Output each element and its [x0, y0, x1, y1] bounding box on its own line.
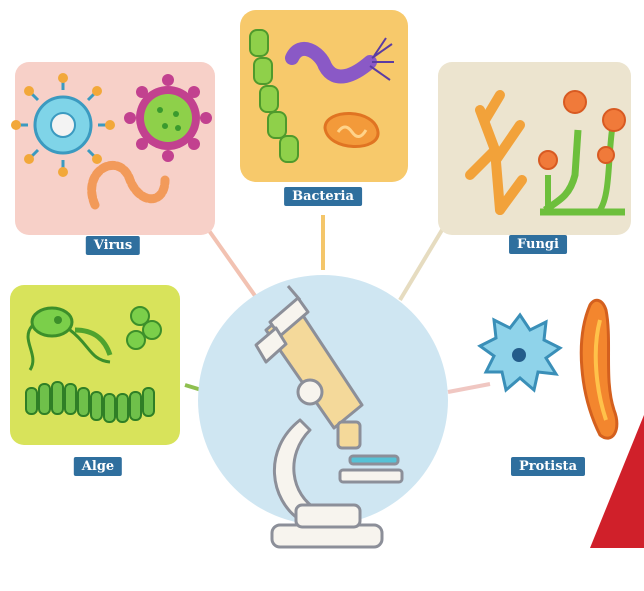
connector-virus [205, 225, 258, 300]
microscope-center [198, 275, 448, 547]
virus-panel [11, 62, 215, 235]
connector-protista [448, 384, 490, 392]
label-fungi: Fungi [509, 235, 567, 254]
label-virus: Virus [86, 236, 140, 255]
bacteria-panel [240, 10, 408, 182]
connector-fungi [400, 225, 445, 300]
label-bacteria: Bacteria [284, 187, 362, 206]
label-protista: Protista [511, 457, 585, 476]
fungi-panel [438, 62, 631, 235]
protista-icon [480, 300, 617, 438]
red-triangle [590, 415, 644, 548]
alge-panel [10, 285, 180, 445]
label-alge: Alge [74, 457, 122, 476]
